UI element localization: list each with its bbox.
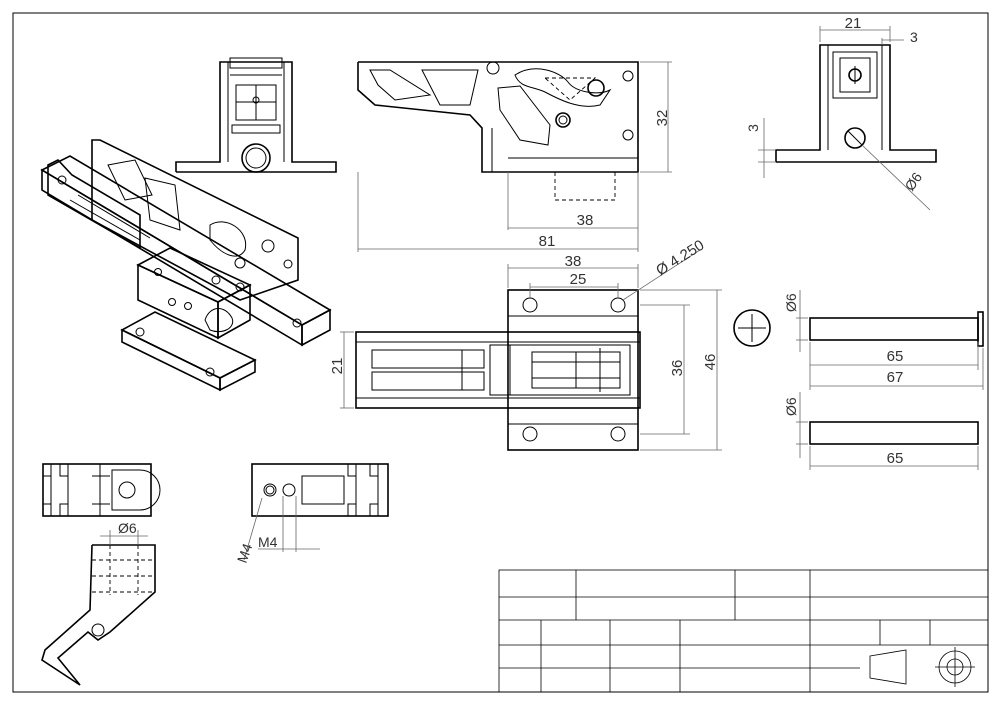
dim-thread-1: M4 [234,541,256,565]
detail-view-c: Ø6 [41,520,156,686]
dim-front-width: 21 [845,15,862,32]
front-view [175,57,337,173]
dim-pin-length-1: 65 [887,348,904,365]
crosshair-icon [733,309,771,347]
dim-front-offset: 3 [910,29,918,45]
right-front-dimensions: 21 3 3 Ø6 [745,15,931,211]
detail-view-a [42,463,161,517]
top-view-dimensions: 38 25 Ø 4.250 36 46 21 [329,237,722,451]
pin-with-head: Ø6 65 67 [783,290,984,390]
dim-top-total-height: 46 [702,354,719,371]
detail-view-b: M4 M4 [234,463,389,565]
dim-side-total-width: 81 [539,233,556,250]
dim-thread-2: M4 [258,534,278,550]
right-front-view [775,44,937,163]
dim-pin-dia-1: Ø6 [783,293,799,312]
dim-front-height: 3 [745,124,761,132]
dim-side-inner-width: 38 [577,212,594,229]
pin-plain: Ø6 65 [783,392,979,470]
dim-pin-dia-2: Ø6 [783,397,799,416]
dim-top-left-height: 21 [329,358,346,375]
dim-detail-dia: Ø6 [118,520,137,536]
title-block [498,569,989,693]
dim-pin-length-total: 67 [887,369,904,386]
drawing-border [12,12,989,693]
side-view-dimensions: 32 38 81 [357,61,672,252]
third-angle-projection-icon [869,647,975,687]
isometric-view [40,139,332,392]
dim-side-height: 32 [654,110,671,127]
dim-pin-length-2: 65 [887,450,904,467]
dim-top-hole-dia: Ø 4.250 [653,237,707,280]
dim-top-inner-height: 36 [669,360,686,377]
dim-top-width-25: 25 [570,271,587,288]
top-view [355,289,641,451]
dim-front-hole-dia: Ø6 [901,169,925,194]
side-view [357,61,639,201]
dim-top-width-38: 38 [565,253,582,270]
